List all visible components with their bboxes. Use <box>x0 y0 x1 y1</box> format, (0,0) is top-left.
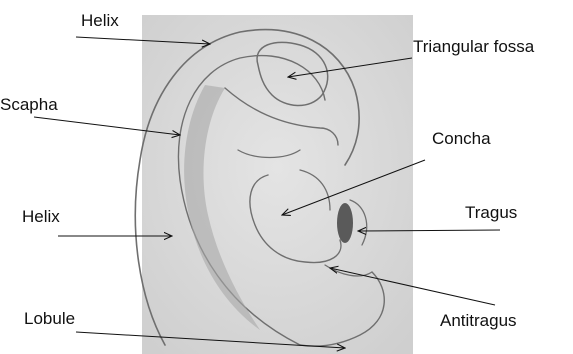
tragus-shape <box>337 203 353 243</box>
label-triangular-fossa: Triangular fossa <box>413 37 535 56</box>
label-helix-top: Helix <box>81 11 119 30</box>
label-scapha: Scapha <box>0 95 58 114</box>
label-helix-left: Helix <box>22 207 60 226</box>
label-antitragus: Antitragus <box>440 311 517 330</box>
label-concha: Concha <box>432 129 491 148</box>
label-lobule: Lobule <box>24 309 75 328</box>
label-tragus: Tragus <box>465 203 517 222</box>
